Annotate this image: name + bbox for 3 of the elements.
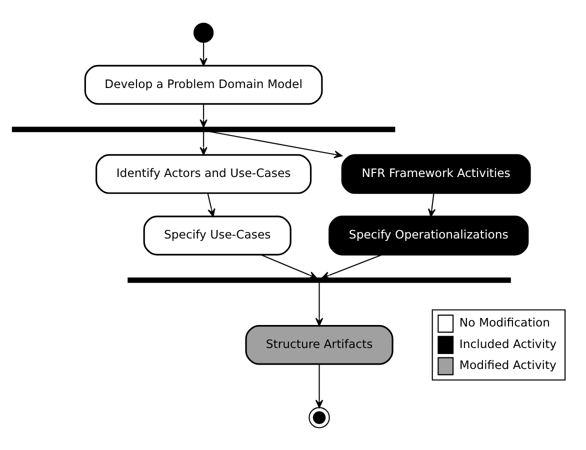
legend-label: Modified Activity [459,358,556,372]
legend-label: No Modification [459,315,550,330]
legend-label: Included Activity [459,336,557,350]
